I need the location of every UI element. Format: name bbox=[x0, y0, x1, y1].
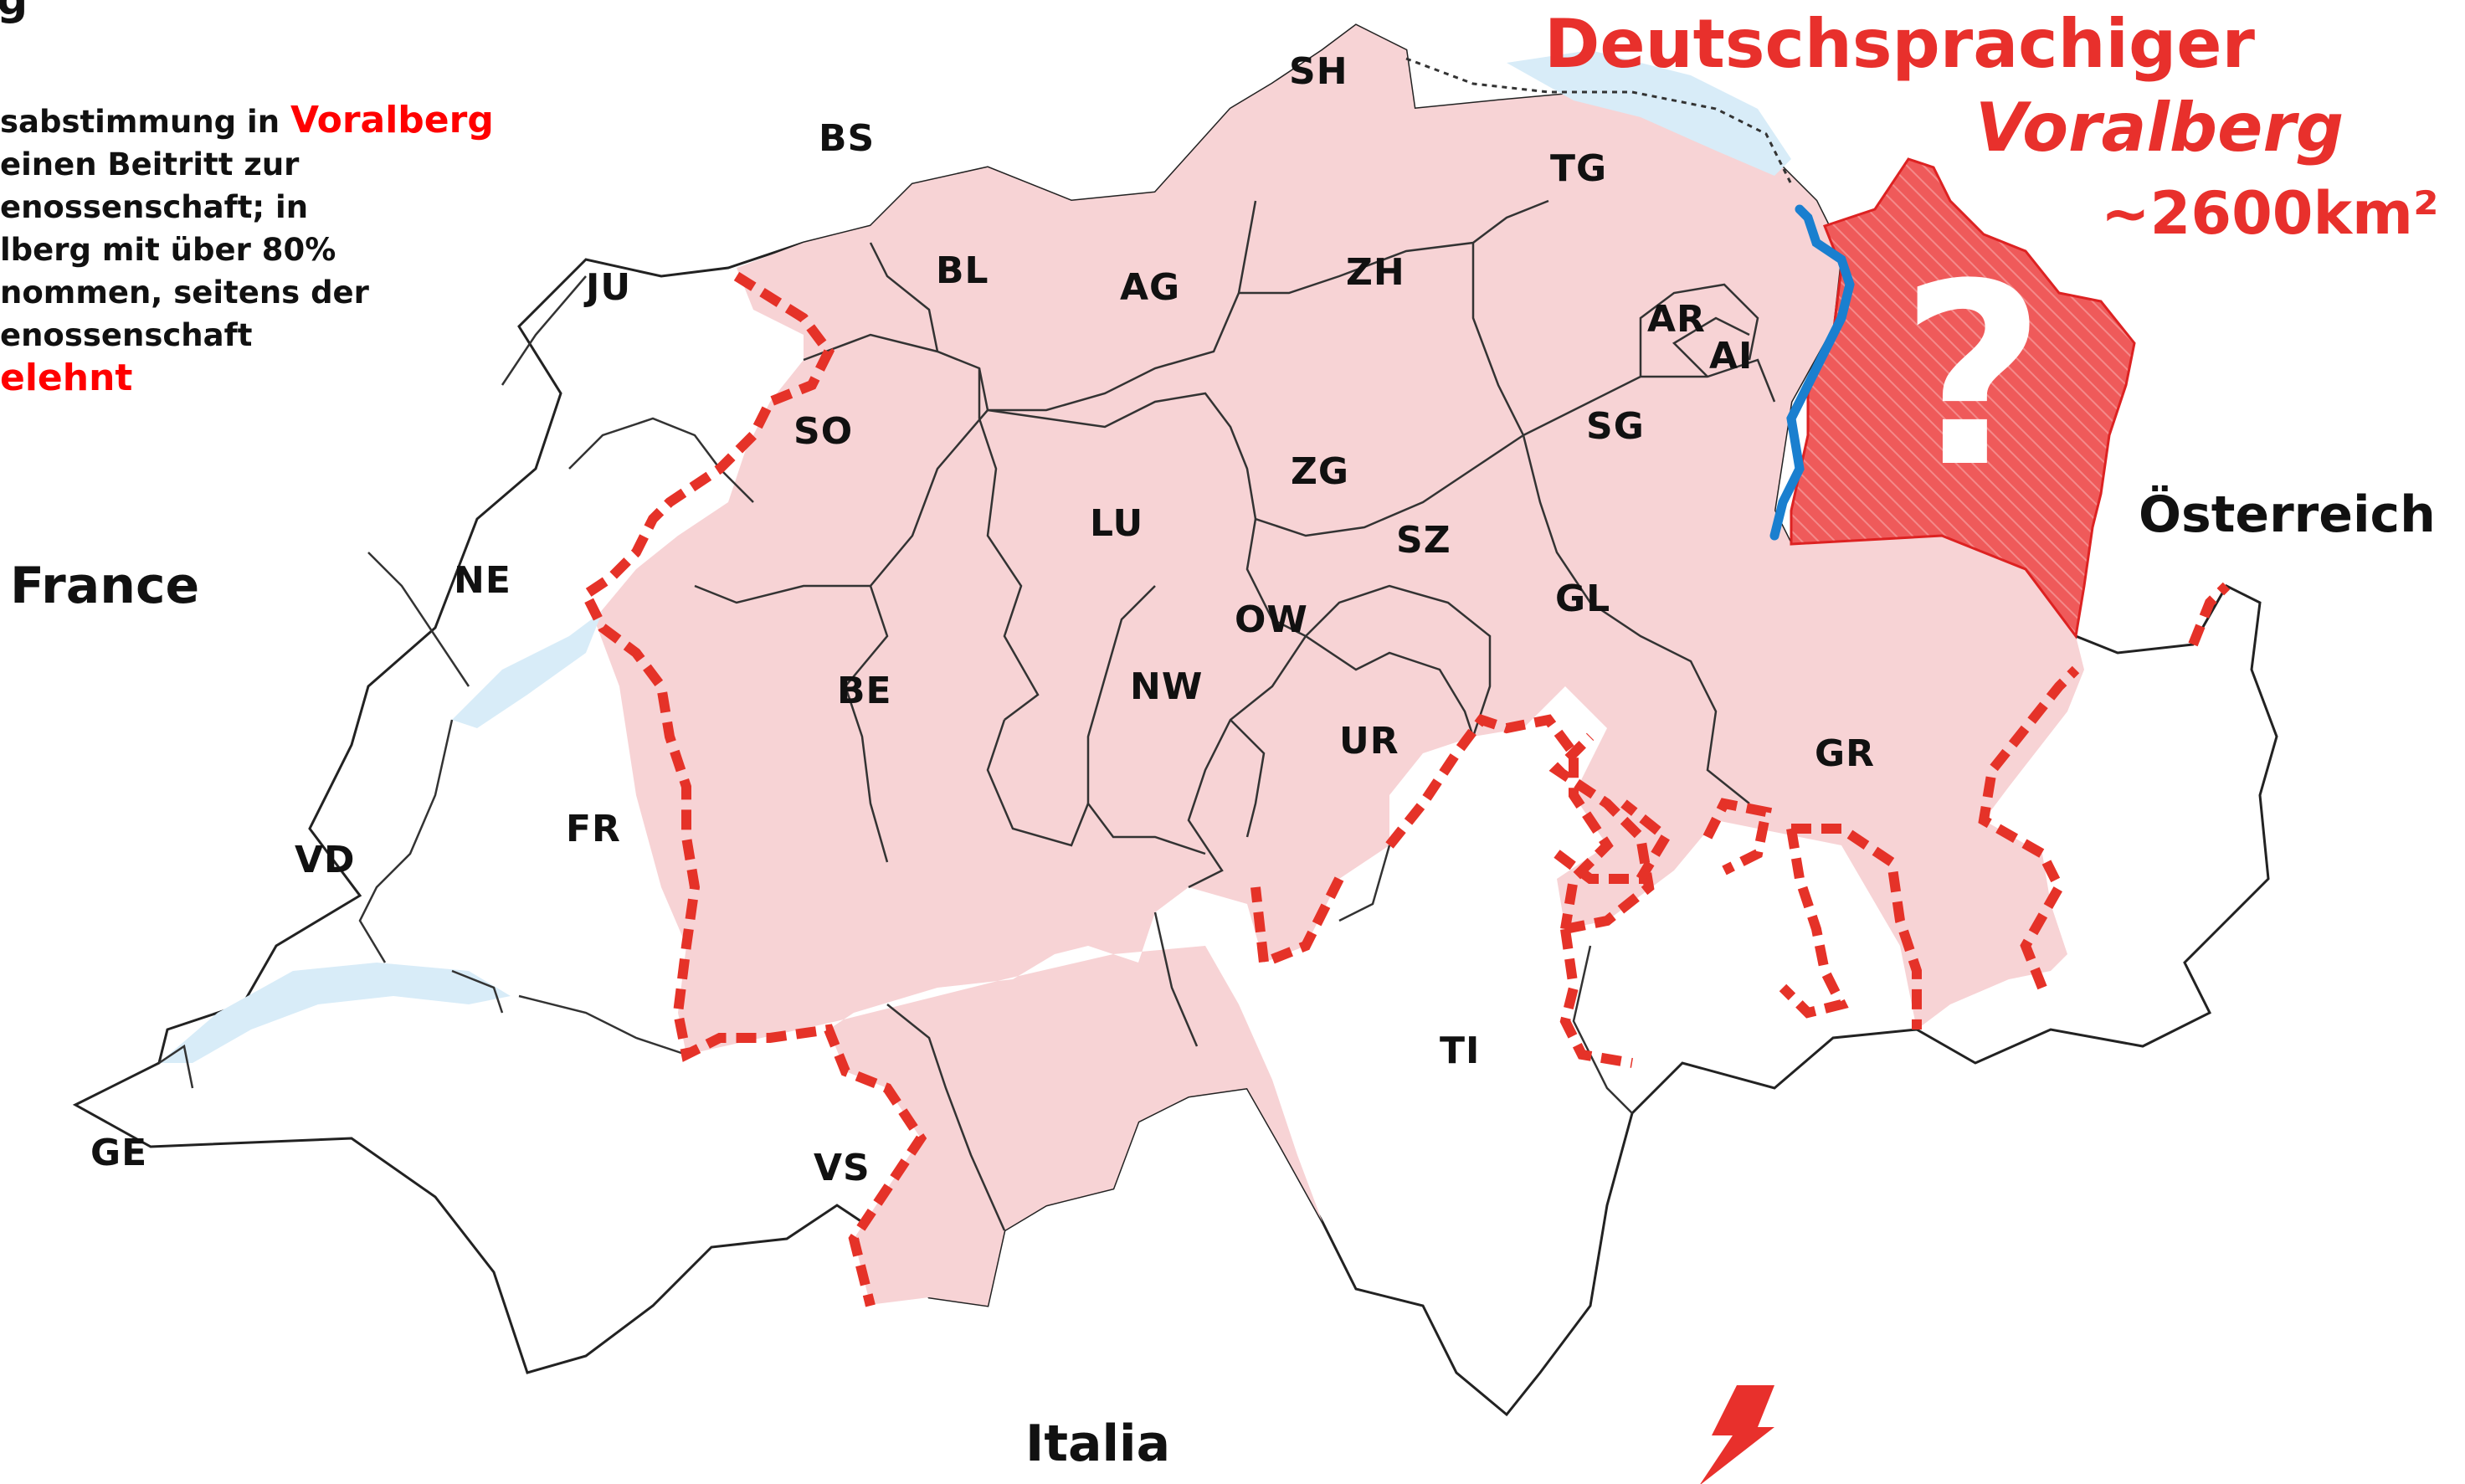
canton-label-sg: SG bbox=[1586, 405, 1645, 448]
canton-label-be: BE bbox=[837, 670, 892, 712]
note-line5: nommen, seitens der bbox=[0, 275, 369, 311]
rhine-border bbox=[1769, 204, 1855, 541]
canton-label-ar: AR bbox=[1647, 298, 1706, 341]
canton-label-bs: BS bbox=[819, 117, 876, 160]
country-label-italia: Italia bbox=[1025, 1415, 1171, 1473]
canton-label-ge: GE bbox=[90, 1132, 148, 1174]
note-line1a: sabstimmung in bbox=[0, 104, 290, 140]
canton-label-ti: TI bbox=[1440, 1030, 1481, 1072]
canton-label-ow: OW bbox=[1235, 598, 1308, 641]
canton-label-ne: NE bbox=[454, 559, 511, 602]
note-line4: lberg mit über 80% bbox=[0, 232, 336, 268]
lake-neuchatel bbox=[452, 611, 603, 728]
canton-label-vs: VS bbox=[814, 1147, 870, 1189]
canton-label-sh: SH bbox=[1289, 50, 1348, 93]
canton-borders bbox=[158, 199, 1776, 1231]
canton-label-lu: LU bbox=[1090, 502, 1144, 545]
canton-label-so: SO bbox=[793, 410, 854, 453]
note-line1b: Voralberg bbox=[290, 99, 494, 141]
canton-label-ai: AI bbox=[1709, 335, 1754, 377]
title-line2: Voralberg bbox=[1975, 89, 2344, 167]
canton-label-fr: FR bbox=[566, 808, 621, 850]
canton-label-tg: TG bbox=[1550, 147, 1608, 190]
lake-constance bbox=[1507, 50, 1791, 176]
country-label-austria: Österreich bbox=[2139, 485, 2436, 544]
language-border-dashed bbox=[579, 271, 2231, 1307]
canton-label-zg: ZG bbox=[1291, 450, 1350, 493]
canton-label-zh: ZH bbox=[1346, 251, 1405, 294]
german-speaking-region bbox=[594, 25, 2084, 1306]
referendum-note: sabstimmung in Voralberg einen Beitritt … bbox=[0, 99, 552, 399]
title-line1: Deutschsprachiger bbox=[1544, 5, 2255, 83]
vorarlberg-region bbox=[1790, 157, 2136, 639]
note-line3: enossenschaft; in bbox=[0, 189, 309, 225]
lightning-icon bbox=[1700, 1385, 1774, 1484]
canton-label-sz: SZ bbox=[1396, 519, 1451, 562]
canton-label-gl: GL bbox=[1555, 578, 1611, 620]
canton-label-ur: UR bbox=[1339, 720, 1399, 763]
lake-geneva bbox=[159, 963, 511, 1063]
canton-label-vd: VD bbox=[295, 839, 356, 881]
lake-border-dotted bbox=[1405, 57, 1793, 185]
canton-label-bl: BL bbox=[936, 249, 989, 292]
note-line2: einen Beitritt zur bbox=[0, 146, 300, 182]
question-mark: ? bbox=[1900, 230, 2046, 522]
canton-label-ag: AG bbox=[1120, 266, 1181, 309]
country-label-france: France bbox=[10, 557, 200, 615]
canton-label-gr: GR bbox=[1815, 732, 1875, 775]
canton-label-nw: NW bbox=[1130, 665, 1204, 708]
title-area: ~2600km² bbox=[2101, 179, 2439, 248]
note-line6: enossenschaft bbox=[0, 317, 253, 353]
note-corner-fragment: g bbox=[0, 0, 28, 25]
canton-label-ju: JU bbox=[586, 266, 632, 309]
note-line7: elehnt bbox=[0, 357, 133, 399]
